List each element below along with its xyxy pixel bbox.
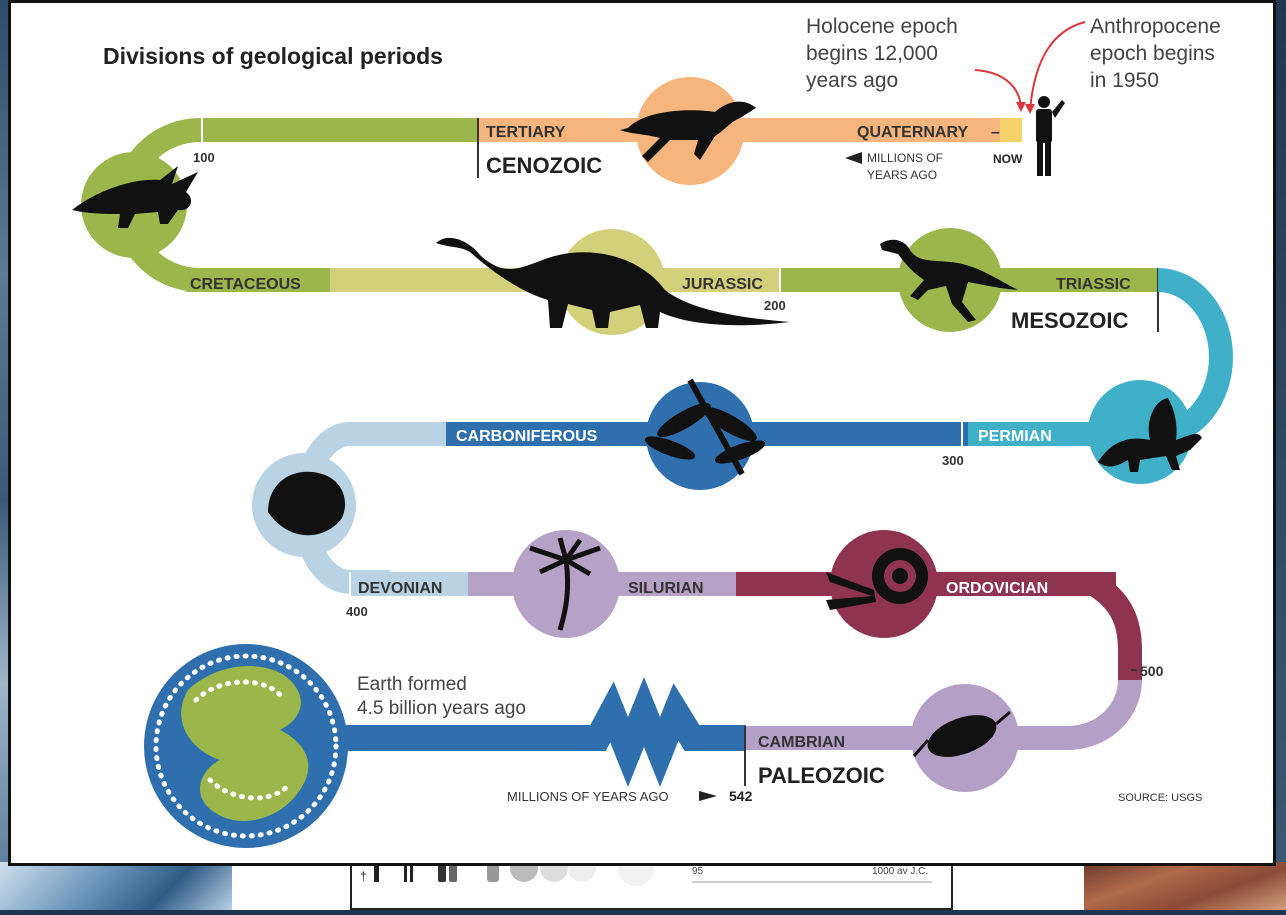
millions-top-2: YEARS AGO [867,168,937,182]
cretaceous-label: CRETACEOUS [190,276,301,293]
tertiary-label: TERTIARY [486,124,566,141]
tick-300: 300 [942,453,964,468]
ordovician-label: ORDOVICIAN [946,580,1048,597]
tick-500: 500 [1140,663,1164,679]
arrow-right-icon [699,791,717,801]
holocene-note-3: years ago [806,69,898,92]
quaternary-band [1000,118,1022,142]
permian-label: PERMIAN [978,428,1052,445]
anthropocene-note-1: Anthropocene [1090,15,1221,38]
holocene-arrow [975,70,1021,108]
background-photo-rock [1084,862,1286,910]
source-label: SOURCE: USGS [1118,792,1202,804]
tick-400: 400 [346,604,368,619]
jurassic-label: JURASSIC [682,276,763,293]
tick-542: 542 [729,788,753,804]
anthropocene-arrow [1030,22,1085,110]
mesozoic-label: MESOZOIC [1011,308,1128,333]
cambrian-label: CAMBRIAN [758,734,845,751]
paleozoic-label: PALEOZOIC [758,763,885,788]
background-photo-glacier [0,862,232,910]
carboniferous-label: CARBONIFEROUS [456,428,598,445]
holocene-note-1: Holocene epoch [806,15,958,38]
triassic-label: TRIASSIC [1056,276,1131,293]
anthropocene-note-3: in 1950 [1090,69,1159,92]
svg-text:–: – [991,124,1000,141]
cenozoic-label: CENOZOIC [486,153,602,178]
holocene-note-2: begins 12,000 [806,42,938,65]
anthropocene-note-2: epoch begins [1090,42,1215,65]
earth-note-1: Earth formed [357,674,467,695]
millions-bottom: MILLIONS OF YEARS AGO [507,789,669,804]
tick-100: 100 [193,150,215,165]
earth-note-2: 4.5 billion years ago [357,698,526,719]
tick-200: 200 [764,298,786,313]
infographic-card: Divisions of geological periods TERTIARY… [8,0,1276,866]
page-title: Divisions of geological periods [103,43,443,69]
quaternary-label: QUATERNARY [857,124,968,141]
devonian-label: DEVONIAN [358,580,442,597]
ordovician-curve [1094,584,1130,680]
arrow-left-icon [845,152,862,164]
millions-top-1: MILLIONS OF [867,151,943,165]
silurian-label: SILURIAN [628,580,704,597]
svg-text:†: † [360,869,367,883]
background-photo-right [1276,0,1286,862]
geological-timeline: Divisions of geological periods TERTIARY… [11,3,1273,863]
now-label: NOW [993,152,1023,166]
human-icon [1036,96,1065,176]
